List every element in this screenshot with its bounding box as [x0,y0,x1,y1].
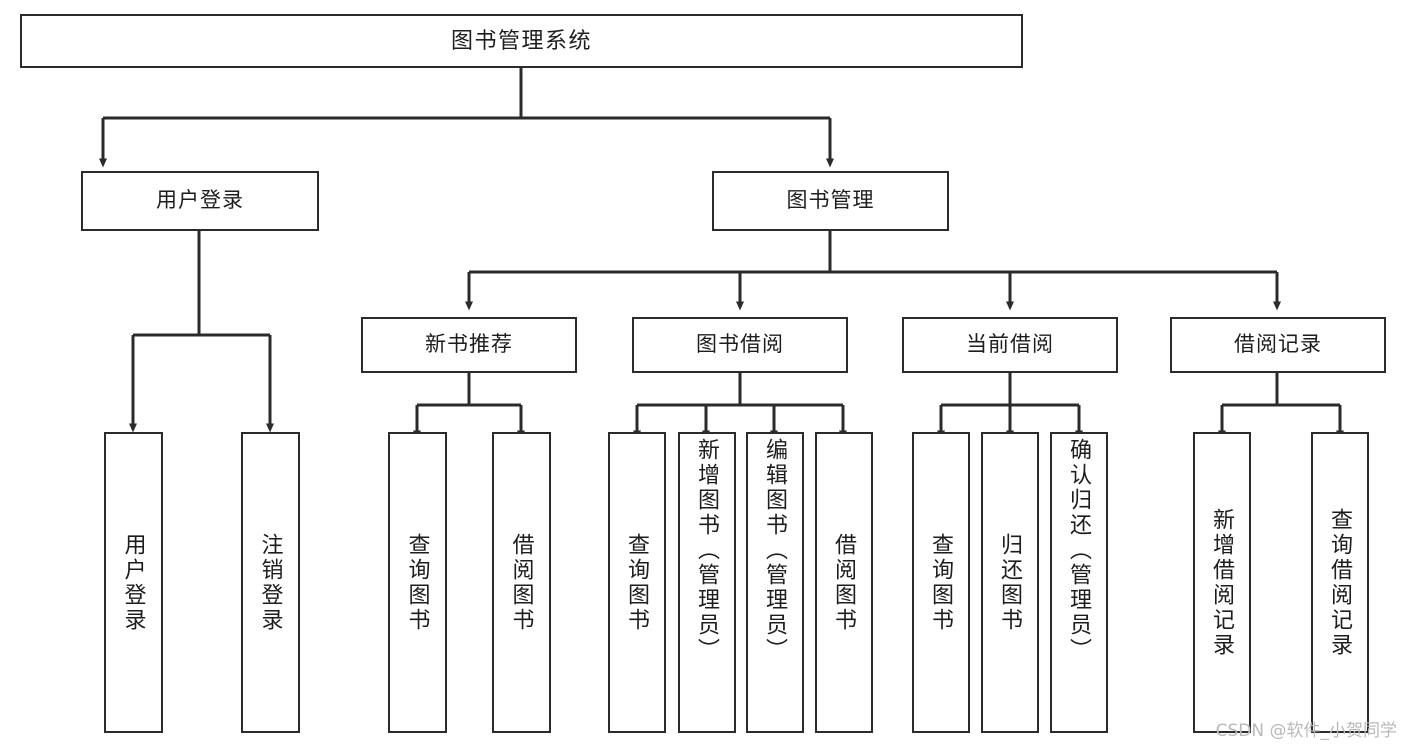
node-leaf-user-login[interactable]: 用户登录 [104,432,163,733]
node-label: 图书管理 [786,188,875,212]
node-label: 查询图书 [405,532,431,633]
node-user-login[interactable]: 用户登录 [81,171,319,231]
node-label: 新书推荐 [425,332,513,356]
node-label: 确认归还（管理员） [1067,438,1092,663]
node-label: 图书借阅 [696,332,784,356]
node-root-book-management-system[interactable]: 图书管理系统 [20,14,1023,68]
node-leaf-logout[interactable]: 注销登录 [241,432,300,733]
node-label: 查询图书 [929,532,954,633]
node-label: 用户登录 [156,188,244,212]
node-leaf-add-book-admin[interactable]: 新增图书（管理员） [678,432,736,733]
node-book-borrow[interactable]: 图书借阅 [632,317,848,373]
node-leaf-edit-book-admin[interactable]: 编辑图书（管理员） [746,432,804,733]
node-book-management[interactable]: 图书管理 [712,171,949,231]
node-label: 借阅图书 [832,532,857,633]
node-leaf-borrow-book-nb[interactable]: 借阅图书 [492,432,551,733]
node-label: 查询借阅记录 [1328,507,1353,658]
node-label: 归还图书 [998,532,1023,633]
node-leaf-query-book-nb[interactable]: 查询图书 [388,432,447,733]
node-leaf-borrow-book-b[interactable]: 借阅图书 [815,432,873,733]
node-leaf-add-borrow-record[interactable]: 新增借阅记录 [1193,432,1251,733]
node-label: 注销登录 [258,532,284,633]
node-leaf-return-book[interactable]: 归还图书 [981,432,1039,733]
node-label: 图书管理系统 [450,28,592,54]
node-leaf-query-book-b[interactable]: 查询图书 [608,432,666,733]
node-label: 当前借阅 [966,332,1054,356]
node-label: 查询图书 [625,532,650,633]
node-label: 编辑图书（管理员） [763,438,788,663]
node-leaf-query-book-c[interactable]: 查询图书 [912,432,970,733]
node-label: 新增图书（管理员） [695,438,720,663]
node-leaf-confirm-return-admin[interactable]: 确认归还（管理员） [1050,432,1108,733]
watermark: CSDN @软件_小贺同学 [1215,721,1397,741]
node-leaf-query-borrow-record[interactable]: 查询借阅记录 [1311,432,1369,733]
node-current-borrow[interactable]: 当前借阅 [902,317,1118,373]
node-label: 借阅图书 [509,532,535,633]
node-label: 新增借阅记录 [1210,507,1235,658]
node-new-book-recommend[interactable]: 新书推荐 [361,317,577,373]
node-borrow-records[interactable]: 借阅记录 [1170,317,1386,373]
node-label: 用户登录 [121,532,147,633]
node-label: 借阅记录 [1234,332,1322,356]
